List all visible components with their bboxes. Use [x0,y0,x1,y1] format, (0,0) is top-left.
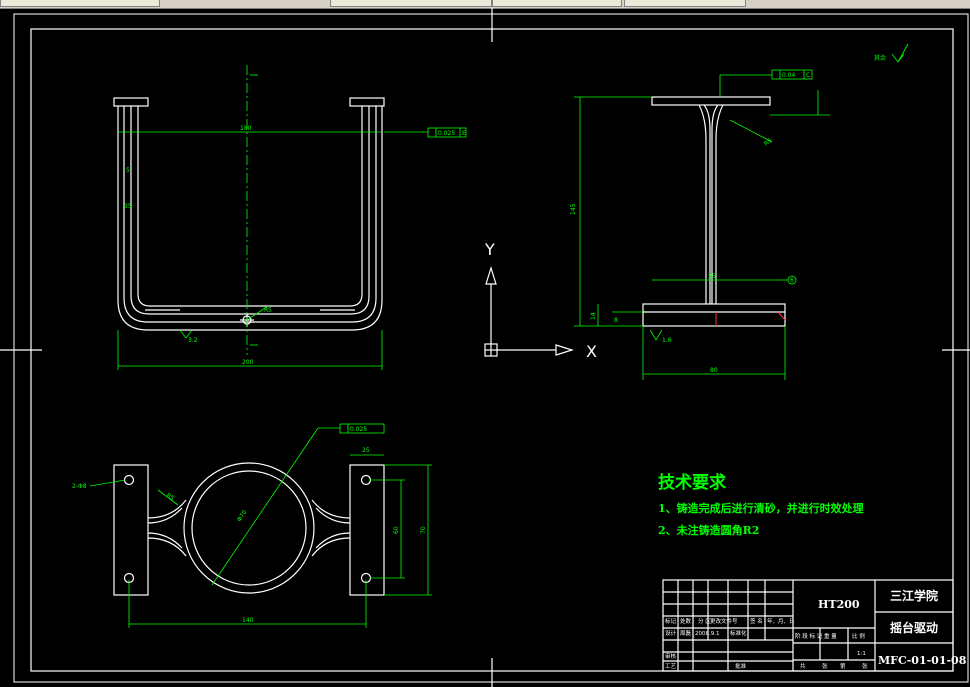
svg-text:180: 180 [240,125,252,132]
svg-text:0.025: 0.025 [350,426,367,433]
technical-requirements: 技术要求 1、铸造完成后进行清砂，并进行时效处理 2、未注铸造圆角R2 [658,472,864,537]
svg-text:比 例: 比 例 [852,632,865,640]
svg-text:共: 共 [800,662,806,670]
title-block: HT200 三江学院 摇台驱动 MFC-01-01-08 1:1 标记 处数 分… [662,579,967,672]
tech-req-title: 技术要求 [658,472,726,493]
tech-req-item-2: 2、未注铸造圆角R2 [658,523,759,537]
svg-text:0.025: 0.025 [438,130,455,137]
toolbar-segment[interactable] [624,0,746,7]
svg-text:Φ70: Φ70 [236,509,249,523]
svg-text:60: 60 [393,526,400,534]
svg-text:阶 段 标 记: 阶 段 标 记 [795,632,823,640]
window-toolbar-strip [0,0,970,9]
toolbar-segment[interactable] [330,0,492,7]
svg-text:张: 张 [862,662,868,670]
svg-text:E: E [462,130,466,137]
ucs-icon: Y X [484,240,597,361]
svg-text:25: 25 [362,447,370,454]
svg-text:其余: 其余 [874,54,886,62]
svg-text:14: 14 [590,312,597,320]
drawing-number: MFC-01-01-08 [878,654,967,667]
svg-text:周磊: 周磊 [680,630,692,637]
svg-text:0.04: 0.04 [782,72,796,79]
svg-text:1.6: 1.6 [662,337,672,344]
svg-text:R5: R5 [264,307,272,314]
svg-text:设计: 设计 [665,629,677,637]
toolbar-segment[interactable] [0,0,160,7]
front-view: 180 200 5 35 R5 3.2 0.025 E [113,65,467,370]
svg-text:批准: 批准 [735,662,747,670]
svg-text:C: C [806,72,810,79]
svg-text:3.2: 3.2 [188,337,198,344]
side-view: 145 14 8 80 25 R5 6 1.6 0.04 C [570,69,830,380]
svg-text:2-Φ8: 2-Φ8 [72,483,87,490]
svg-text:140: 140 [242,617,254,624]
svg-text:分 区: 分 区 [698,617,711,625]
svg-text:处数: 处数 [680,617,692,625]
svg-text:35: 35 [124,203,132,210]
svg-text:80: 80 [710,367,718,374]
toolbar-segment[interactable] [492,0,622,7]
surface-finish-note: 其余 [874,43,909,63]
svg-text:审核: 审核 [665,652,677,660]
ucs-y-label: Y [484,240,495,259]
ucs-x-label: X [586,342,597,361]
school-name: 三江学院 [890,588,938,603]
svg-text:145: 145 [570,203,577,215]
svg-text:年、月、日: 年、月、日 [767,617,795,625]
svg-text:更改文件号: 更改文件号 [710,617,738,625]
svg-text:张: 张 [822,662,828,670]
svg-text:5: 5 [126,167,130,174]
svg-text:6: 6 [790,277,794,284]
svg-text:R5: R5 [763,137,774,148]
svg-text:8: 8 [614,317,618,324]
svg-text:重 量: 重 量 [824,632,837,640]
drawing-outer-frame [13,13,969,683]
svg-text:200: 200 [242,359,254,366]
svg-text:签 名: 签 名 [750,617,763,625]
svg-text:工艺: 工艺 [665,663,677,670]
svg-text:70: 70 [420,526,427,534]
svg-text:2008.9.1: 2008.9.1 [695,631,720,637]
svg-text:25: 25 [708,273,716,280]
svg-text:R5: R5 [165,492,176,502]
svg-text:标记: 标记 [665,617,677,625]
top-view: Φ70 0.025 140 60 70 25 2-Φ8 R5 [72,423,432,628]
scale: 1:1 [857,651,866,657]
part-name: 摇台驱动 [890,620,938,635]
tech-req-item-1: 1、铸造完成后进行清砂，并进行时效处理 [658,501,864,515]
material: HT200 [818,598,860,611]
svg-text:第: 第 [840,662,846,670]
svg-text:标准化: 标准化 [730,629,747,637]
